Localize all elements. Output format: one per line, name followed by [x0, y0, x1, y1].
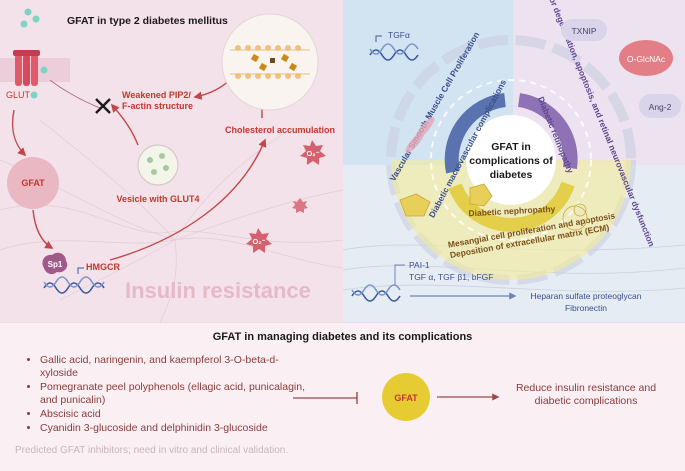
ang2-label: Ang-2: [649, 102, 672, 112]
arrow-gfat-to-sp1: [32, 209, 54, 249]
center-line2: complications of: [469, 155, 553, 167]
result-line1: Reduce insulin resistance and: [515, 382, 657, 394]
vesicle-icon: [137, 144, 179, 186]
heparan-line1: Heparan sulfate proteoglycan: [530, 291, 641, 301]
list-item: Abscisic acid: [40, 408, 310, 421]
gfat-node-bottom: [382, 373, 430, 421]
bottom-arrows: GFAT: [293, 373, 500, 421]
ring-macro-segment: [444, 93, 507, 174]
list-item: Gallic acid, naringenin, and kaempferol …: [40, 354, 310, 380]
arrow-vesicle-to-weakened: [110, 103, 139, 146]
top-left-title: GFAT in type 2 diabetes mellitus: [67, 15, 228, 27]
blocked-x-icon: [95, 98, 111, 114]
gfat-label-left: GFAT: [21, 178, 45, 188]
mesangial-cell-icon: [399, 183, 493, 217]
txnip-pill: [561, 19, 607, 41]
o2-label-1: O₂⁻: [306, 149, 319, 158]
dna-icon-pai: [351, 264, 405, 302]
center-circle: [466, 115, 556, 205]
ring-nephro-label: Diabetic nephropathy: [468, 204, 556, 219]
txnip-label: TXNIP: [571, 26, 596, 36]
tgf-line-label: TGF α, TGF β1, bFGF: [409, 272, 493, 282]
weakened-line2: F-actin structure: [122, 101, 193, 111]
ecm-icon: [562, 203, 588, 231]
dna-icon-tgfa: [369, 35, 419, 61]
result-text: Reduce insulin resistance and diabetic c…: [500, 382, 672, 408]
list-item: Pomegranate peel polyphenols (ellagic ac…: [40, 381, 310, 407]
top-left-panel: GLUT GFAT in type 2 diabetes mellitus GF…: [0, 0, 344, 324]
o2-label-2: O₂⁻: [252, 237, 265, 246]
weakened-line1: Weakened PIP2/: [122, 90, 191, 100]
gfat-node: [7, 157, 59, 209]
center-line1: GFAT in: [491, 141, 530, 153]
superoxide-burst-icon: [246, 140, 326, 253]
pai-label: PAI-1: [409, 260, 430, 270]
glut-transporter-icon: [13, 8, 48, 99]
gfat-label-bottom: GFAT: [394, 393, 418, 403]
sp1-protein-icon: [42, 252, 68, 275]
bottom-panel: GFAT in managing diabetes and its compli…: [0, 323, 685, 471]
tgfa-label: TGFα: [388, 30, 410, 40]
oglcnac-label: O-GlcNAc: [627, 54, 666, 64]
result-line2: diabetic complications: [534, 395, 638, 407]
arrow-glut-to-gfat: [11, 109, 27, 157]
insulin-resistance-label: Insulin resistance: [125, 278, 311, 303]
arrow-hmgcr-to-membrane: [109, 138, 267, 261]
inhibitor-list: Gallic acid, naringenin, and kaempferol …: [26, 354, 310, 436]
glut-label: GLUT: [6, 90, 31, 100]
vesicle-label: Vesicle with GLUT4: [116, 194, 199, 204]
heparan-line2: Fibronectin: [565, 303, 607, 313]
ring-nephro-segment: [448, 181, 575, 232]
ring-retino-segment: [517, 93, 578, 169]
hmgcr-label: HMGCR: [86, 262, 120, 272]
list-item: Cyanidin 3-glucoside and delphinidin 3-g…: [40, 422, 310, 435]
smooth-muscle-cell-icon: [405, 116, 435, 154]
inhibit-line: [49, 79, 101, 109]
ang2-pill: [639, 94, 681, 118]
oglcnac-node: [619, 40, 673, 76]
lipid-bilayer-icon: [221, 13, 319, 111]
top-right-panel: GFAT in complications of diabetes Diabet…: [343, 0, 685, 323]
sp1-label: Sp1: [48, 260, 63, 269]
bottom-title: GFAT in managing diabetes and its compli…: [212, 331, 473, 343]
cholesterol-label: Cholesterol accumulation: [225, 125, 335, 135]
center-line3: diabetes: [490, 169, 533, 181]
dna-icon-left: [43, 267, 105, 294]
footnote: Predicted GFAT inhibitors; need in vitro…: [15, 445, 289, 456]
